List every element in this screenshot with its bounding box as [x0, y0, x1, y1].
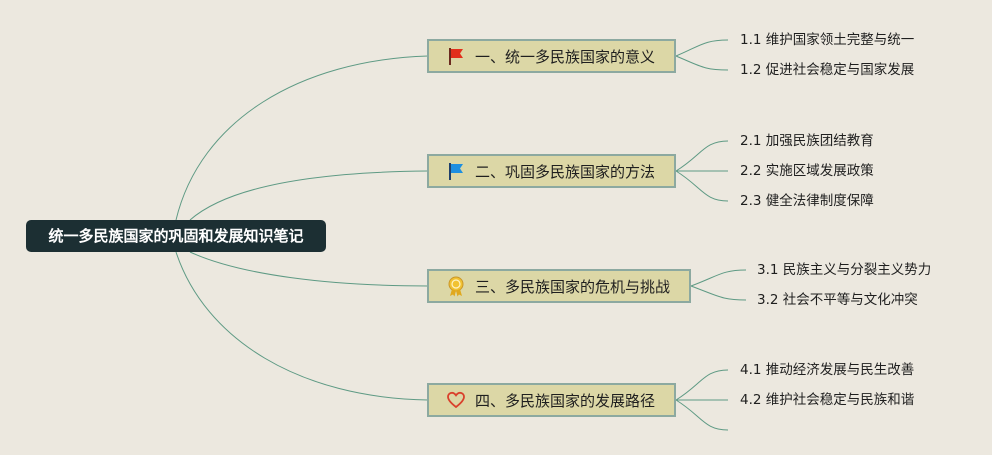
branch-topic-4-label: 四、多民族国家的发展路径 [475, 391, 656, 410]
subtopic-4-1[interactable]: 4.1 推动经济发展与民生改善 [740, 362, 915, 378]
award-medal-icon [445, 275, 467, 297]
connector-b2-leaf-1 [675, 140, 729, 172]
subtopic-1-1[interactable]: 1.1 维护国家领土完整与统一 [740, 32, 915, 48]
root-topic-label: 统一多民族国家的巩固和发展知识笔记 [48, 227, 304, 245]
subtopic-2-3[interactable]: 2.3 健全法律制度保障 [740, 193, 874, 209]
root-topic[interactable]: 统一多民族国家的巩固和发展知识笔记 [26, 220, 326, 252]
connector-b1-leaf-2 [675, 55, 729, 71]
subtopic-4-2[interactable]: 4.2 维护社会稳定与民族和谐 [740, 392, 915, 408]
blue-flag-icon [445, 160, 467, 182]
connector-root-branch-1 [175, 55, 429, 221]
subtopic-3-1[interactable]: 3.1 民族主义与分裂主义势力 [757, 262, 932, 278]
connector-b4-leaf-1 [675, 369, 729, 401]
subtopic-2-2[interactable]: 2.2 实施区域发展政策 [740, 163, 874, 179]
branch-topic-2[interactable]: 二、巩固多民族国家的方法 [427, 154, 676, 188]
connector-b2-leaf-3 [675, 170, 729, 202]
subtopic-2-1[interactable]: 2.1 加强民族团结教育 [740, 133, 874, 149]
connector-root-branch-3 [189, 251, 429, 287]
branch-topic-1-label: 一、统一多民族国家的意义 [475, 47, 656, 66]
connector-root-branch-2 [189, 170, 429, 221]
connector-b3-leaf-2 [690, 285, 747, 301]
branch-topic-4[interactable]: 四、多民族国家的发展路径 [427, 383, 676, 417]
connector-root-branch-4 [175, 251, 429, 401]
subtopic-3-2[interactable]: 3.2 社会不平等与文化冲突 [757, 292, 918, 308]
connector-b4-leaf-3 [675, 399, 729, 431]
branch-topic-3-label: 三、多民族国家的危机与挑战 [475, 277, 671, 296]
branch-topic-1[interactable]: 一、统一多民族国家的意义 [427, 39, 676, 73]
heart-icon [445, 389, 467, 411]
connector-b1-leaf-1 [675, 39, 729, 57]
branch-topic-2-label: 二、巩固多民族国家的方法 [475, 162, 656, 181]
connector-b3-leaf-1 [690, 269, 747, 287]
branch-topic-3[interactable]: 三、多民族国家的危机与挑战 [427, 269, 691, 303]
subtopic-1-2[interactable]: 1.2 促进社会稳定与国家发展 [740, 62, 915, 78]
red-flag-icon [445, 45, 467, 67]
